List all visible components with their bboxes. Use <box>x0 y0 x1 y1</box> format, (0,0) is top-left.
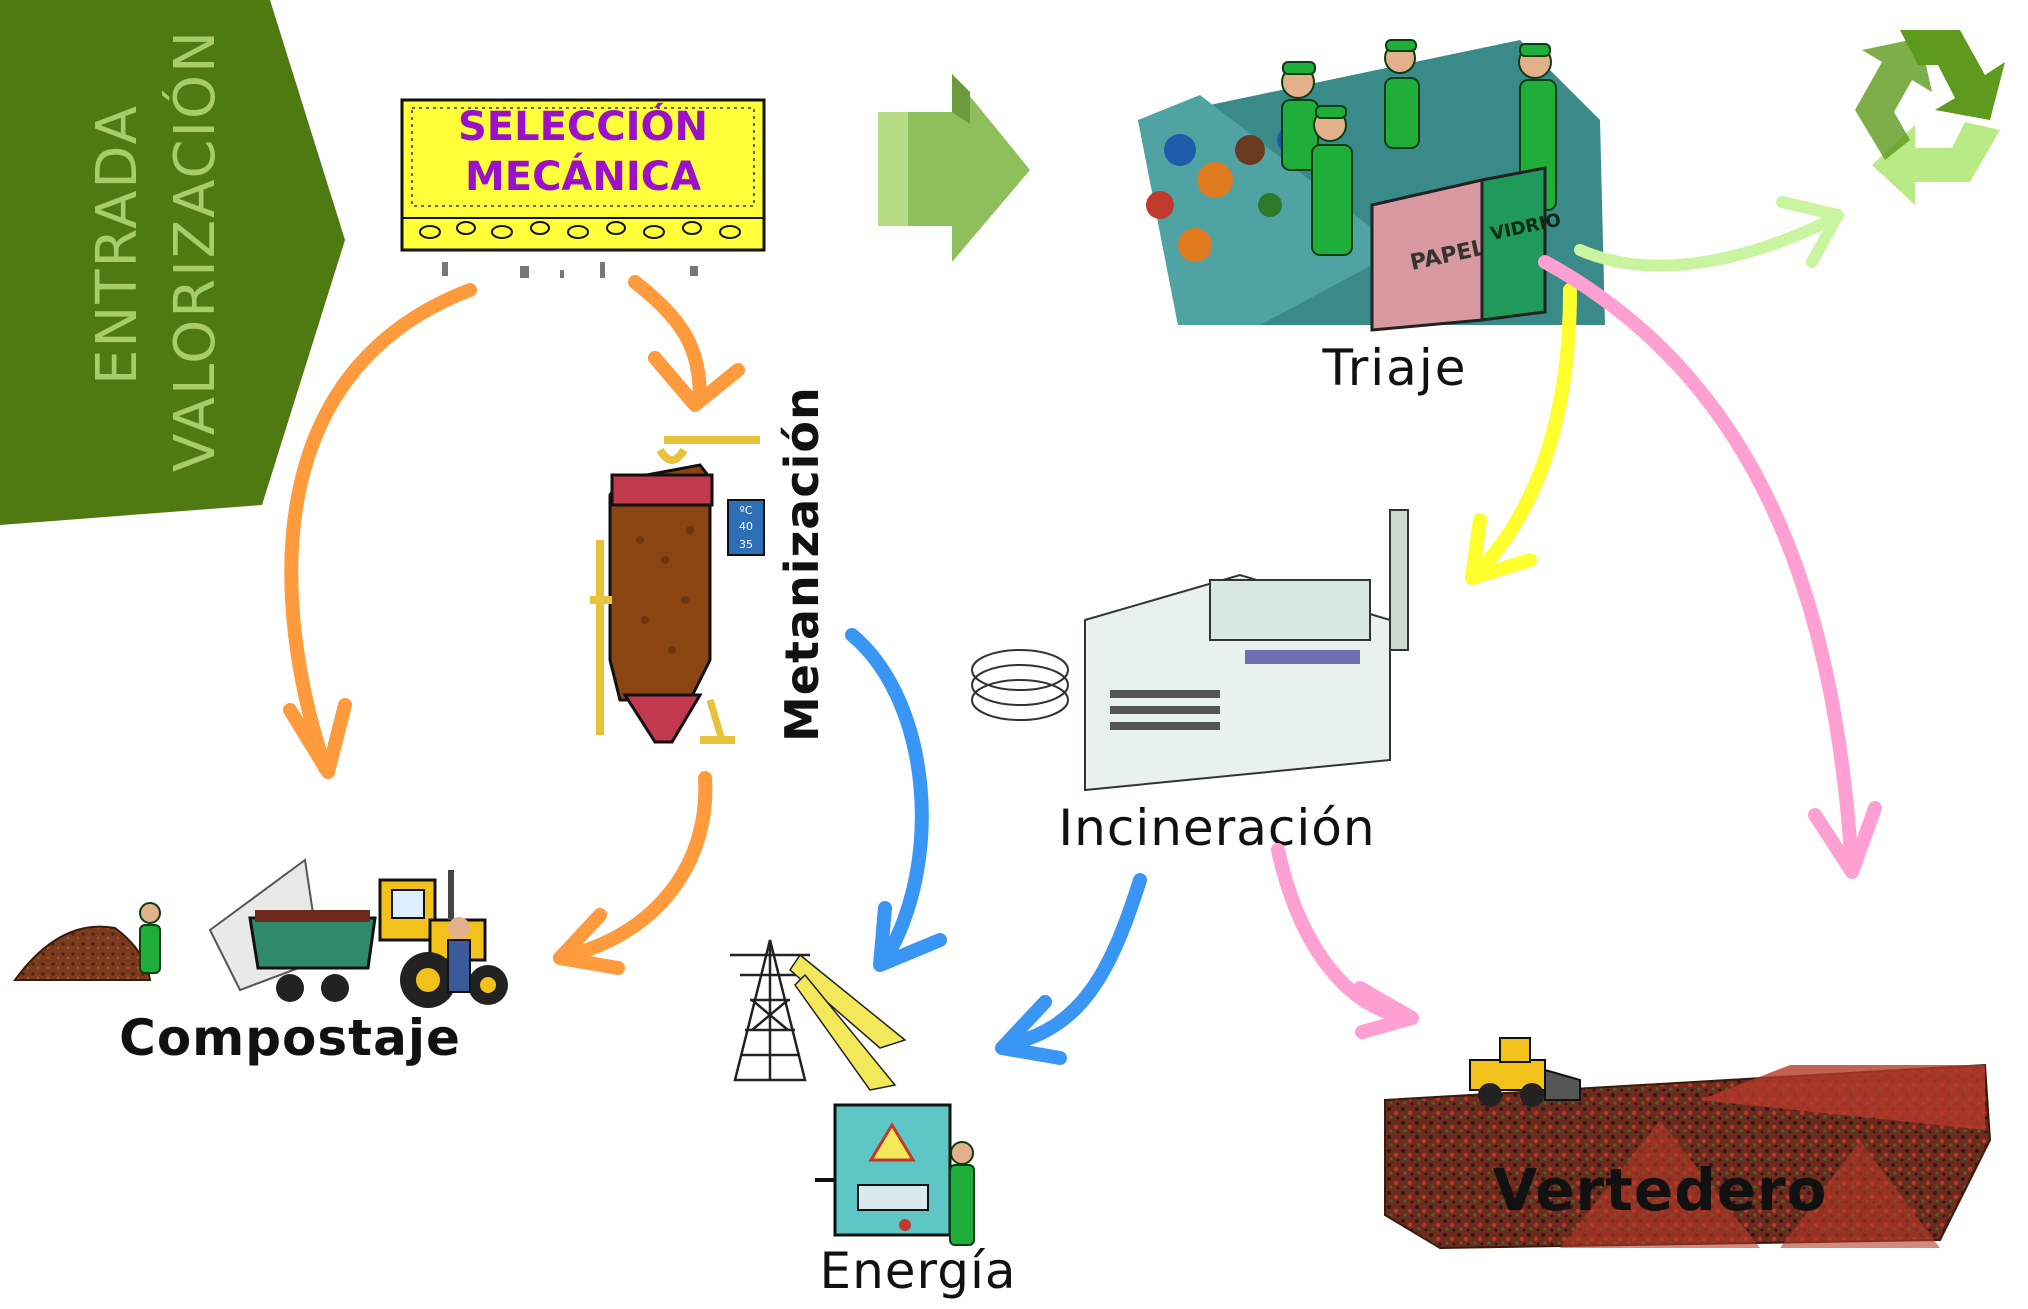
arrowhead-vertedero <box>1808 801 1882 879</box>
gauge-value-1: 40 <box>739 520 753 533</box>
selection-line-1: SELECCIÓN <box>458 102 708 150</box>
selection-line-2: MECÁNICA <box>465 152 701 200</box>
debris-icon <box>442 262 698 278</box>
banner-line-entrada: ENTRADA <box>85 104 150 385</box>
label-vertedero: Vertedero <box>1492 1156 1827 1224</box>
block-arrow-icon <box>878 74 1030 262</box>
gauge-unit: ºC <box>740 504 753 517</box>
control-panel-icon <box>815 1103 952 1237</box>
mechanical-selection: SELECCIÓN MECÁNICA <box>400 98 766 278</box>
arrowhead-compost-2 <box>553 908 625 975</box>
label-triaje: Triaje <box>1322 339 1468 397</box>
farmer-icon <box>447 917 471 993</box>
worker-icon <box>139 902 161 974</box>
arrow-selection-to-metanizacion <box>628 275 707 407</box>
arrowhead-recycle <box>1776 196 1844 268</box>
banner-line-valorizacion: VALORIZACIÓN <box>163 29 228 472</box>
landfill-icon: Vertedero <box>1384 1037 1992 1250</box>
arrow-incineracion-to-vertedero <box>1271 843 1417 1025</box>
recycle-icon <box>1855 30 2005 205</box>
arrowhead-incineracion <box>1465 513 1537 585</box>
arrowhead-energia-2 <box>995 995 1067 1065</box>
arrow-triaje-to-recycle <box>1574 214 1836 272</box>
arrowhead-energia-1 <box>873 901 947 972</box>
sieve-holes-icon <box>419 221 741 239</box>
arrowhead-vertedero-2 <box>1353 981 1419 1039</box>
arrow-metanizacion-to-energia <box>845 628 929 967</box>
gauge-value-2: 35 <box>739 538 753 551</box>
arrow-incineracion-to-energia <box>998 873 1147 1052</box>
label-incineracion: Incineración <box>1058 799 1375 857</box>
bulldozer-icon <box>1469 1037 1581 1107</box>
arrowhead-metanizacion <box>648 351 745 412</box>
arrow-selection-to-compost <box>284 283 477 775</box>
power-tower-icon <box>730 939 810 1082</box>
flow-arrows <box>283 196 1882 1065</box>
banner-background <box>0 0 345 525</box>
label-compostaje: Compostaje <box>119 1009 461 1067</box>
worker-icon <box>949 1141 975 1246</box>
entry-banner: ENTRADA VALORIZACIÓN <box>0 0 345 525</box>
arrow-triaje-to-incineracion <box>1468 283 1577 582</box>
label-energia: Energía <box>820 1242 1017 1300</box>
temperature-gauge: ºC 40 35 <box>727 499 765 556</box>
compost-scene: Compostaje <box>13 858 508 1067</box>
arrowhead-compost <box>283 698 352 779</box>
arrow-triaje-to-vertedero <box>1538 255 1859 875</box>
triage-scene: PAPEL VIDRIO Triaje <box>1138 39 1605 397</box>
incinerator-plant-icon: Incineración <box>971 509 1409 857</box>
tractor-icon <box>248 870 508 1008</box>
biodigester-icon: ºC 40 35 Metanización <box>590 386 829 744</box>
energy-scene: Energía <box>730 939 1017 1300</box>
arrow-metanizacion-to-compost <box>553 771 713 965</box>
worker-icon <box>1281 39 1557 256</box>
label-metanizacion: Metanización <box>775 386 829 742</box>
sorting-bin-glass: VIDRIO <box>1480 166 1563 322</box>
sorting-bin-paper: PAPEL <box>1370 178 1488 332</box>
